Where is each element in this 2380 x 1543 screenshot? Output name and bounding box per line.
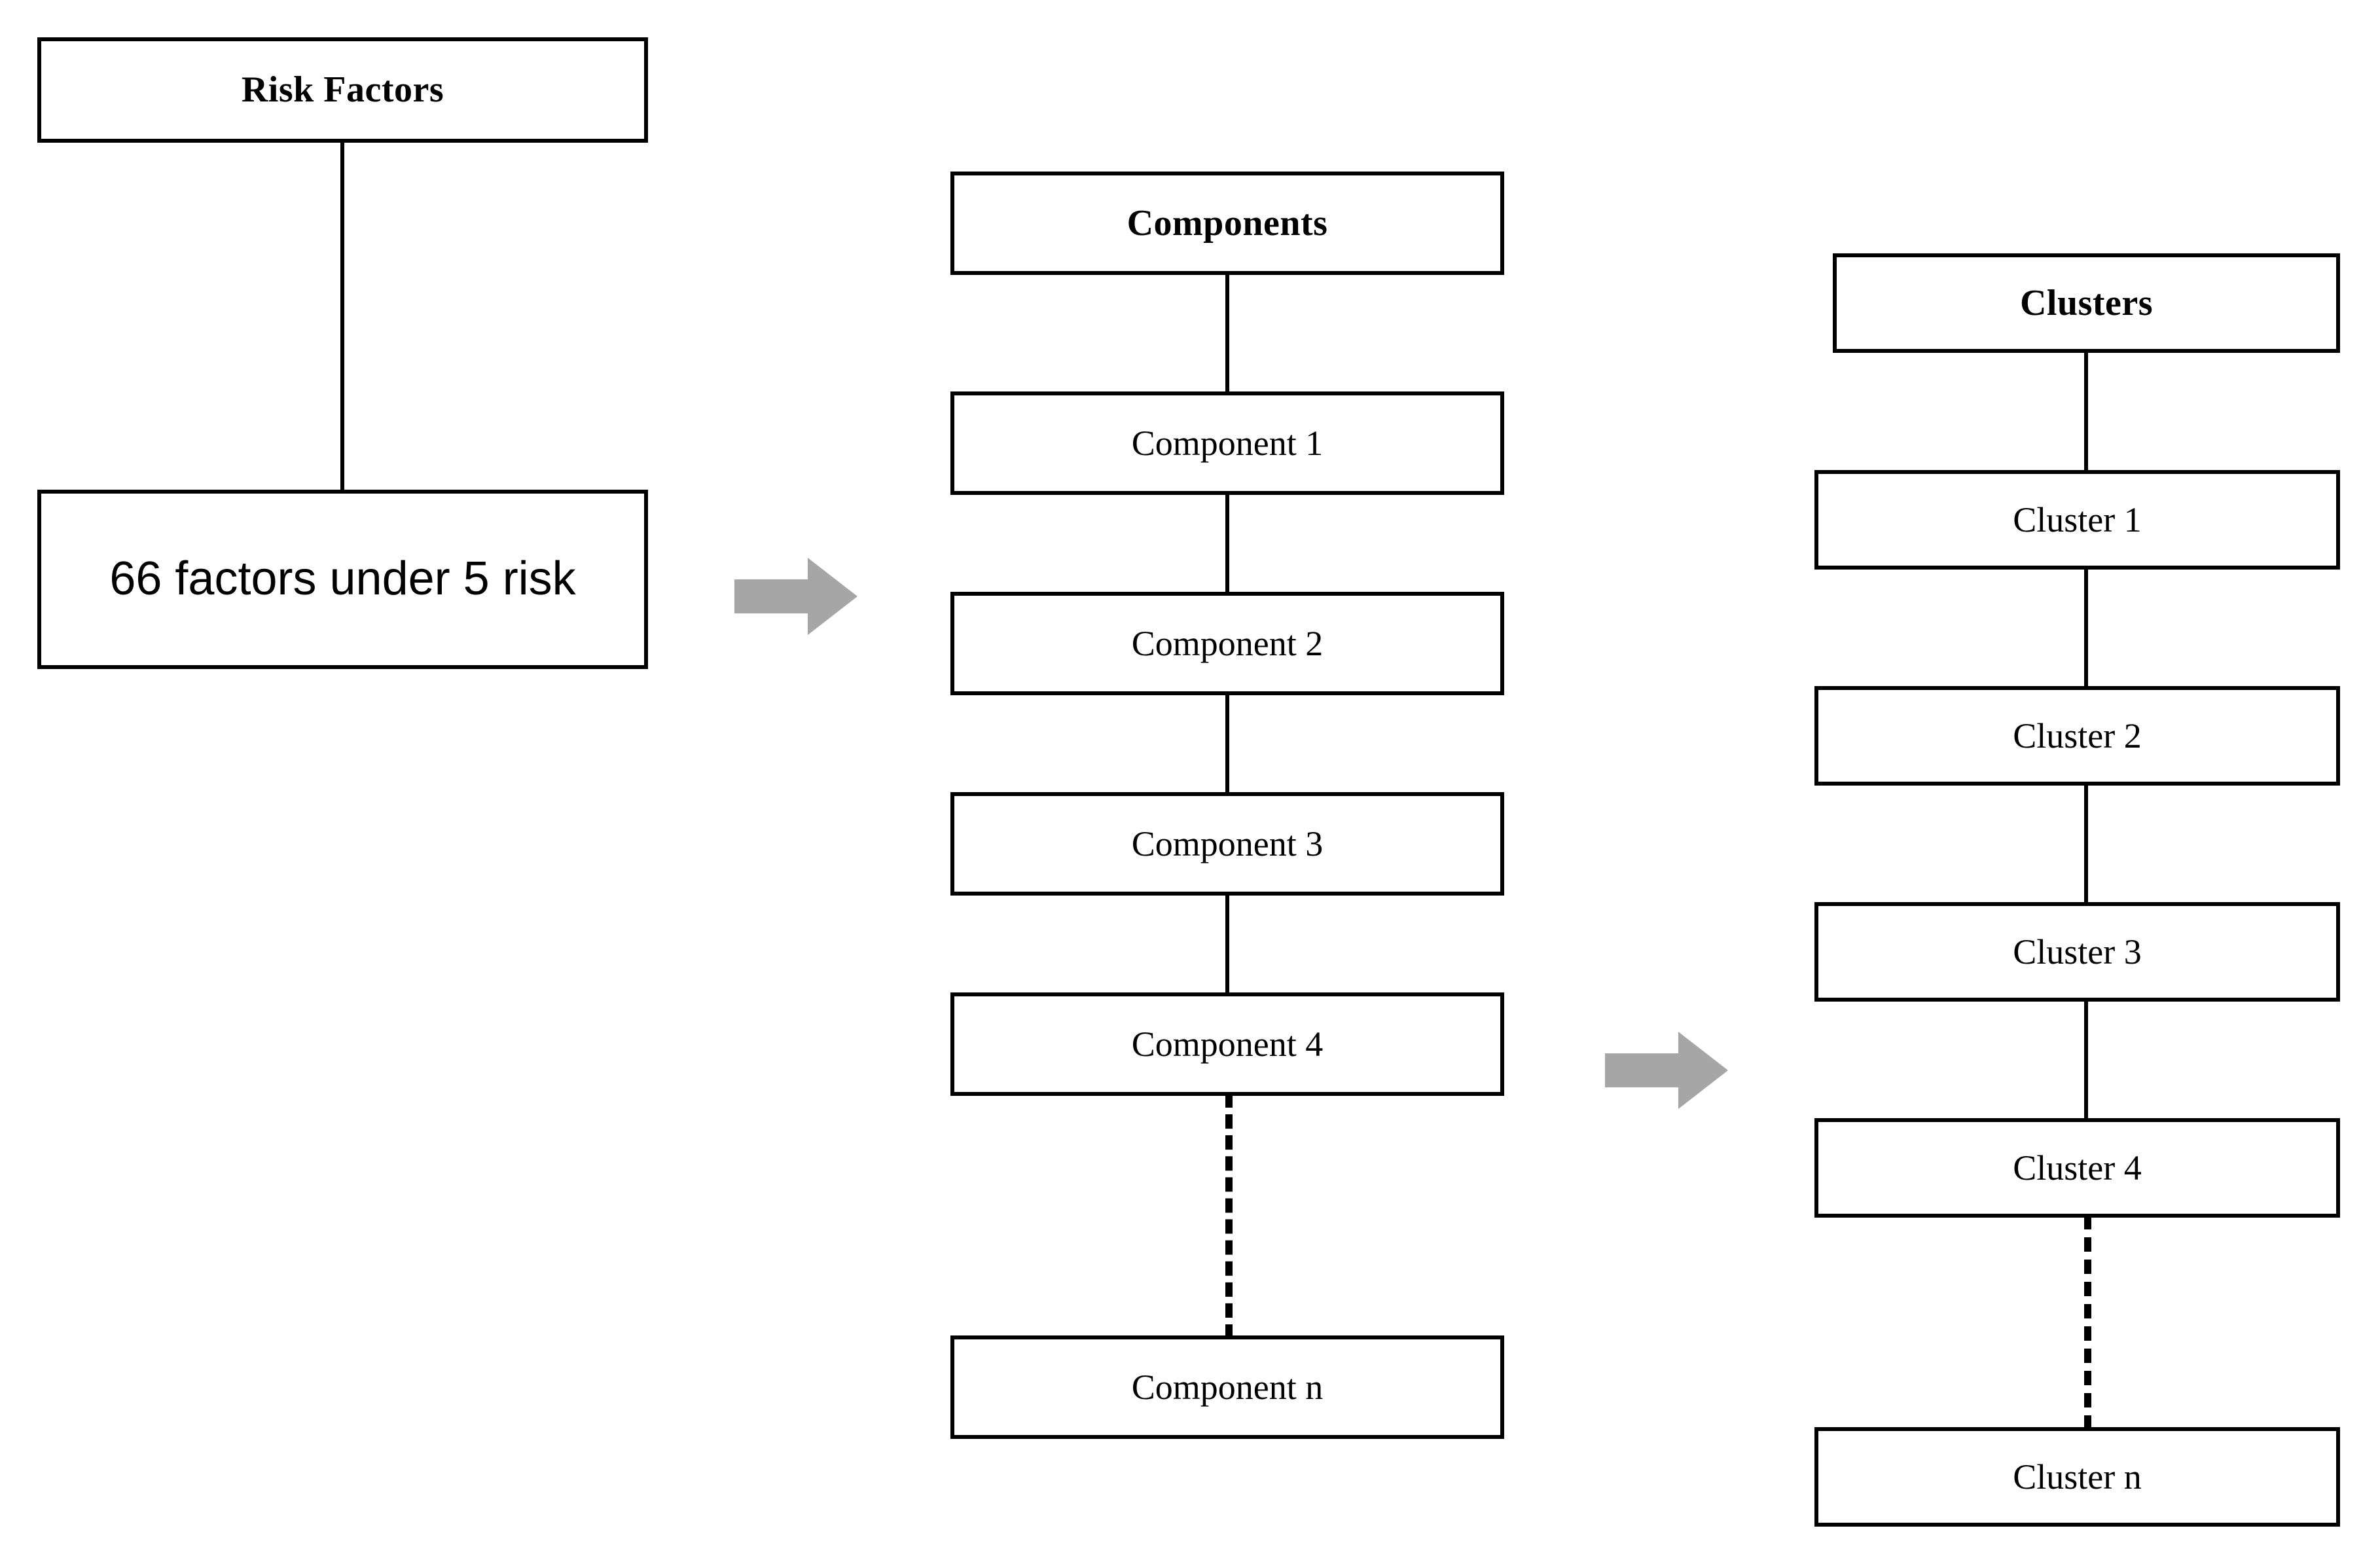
connector-cluster-4-to-cluster-n-dashed — [2084, 1215, 2091, 1430]
node-66-factors-under-5-risk[interactable]: 66 factors under 5 risk — [37, 490, 648, 669]
connector-clusters-header-to-cluster-1 — [2084, 349, 2088, 474]
node-label: Clusters — [2019, 282, 2154, 323]
node-label: Cluster n — [2013, 1457, 2142, 1497]
node-label: Component 3 — [1131, 824, 1324, 863]
node-risk-factors-header[interactable]: Risk Factors — [37, 37, 648, 143]
node-cluster-2[interactable]: Cluster 2 — [1814, 686, 2340, 786]
node-label: Cluster 2 — [2013, 716, 2142, 755]
node-label: Risk Factors — [241, 69, 444, 111]
connector-cluster-2-to-cluster-3 — [2084, 782, 2088, 906]
node-label: 66 factors under 5 risk — [109, 553, 576, 606]
node-cluster-3[interactable]: Cluster 3 — [1814, 902, 2340, 1002]
node-label: Components — [1127, 202, 1328, 244]
connector-component-3-to-component-4 — [1225, 892, 1229, 1016]
connector-component-2-to-component-3 — [1225, 691, 1229, 816]
node-component-4[interactable]: Component 4 — [950, 992, 1504, 1096]
connector-risk-factors-to-66-factors — [340, 139, 344, 494]
connector-components-header-to-component-1 — [1225, 271, 1229, 395]
node-component-1[interactable]: Component 1 — [950, 391, 1504, 495]
node-label: Cluster 4 — [2013, 1148, 2142, 1188]
node-component-2[interactable]: Component 2 — [950, 592, 1504, 695]
node-cluster-4[interactable]: Cluster 4 — [1814, 1118, 2340, 1218]
connector-cluster-3-to-cluster-4 — [2084, 998, 2088, 1122]
node-components-header[interactable]: Components — [950, 172, 1504, 275]
node-label: Cluster 1 — [2013, 499, 2142, 539]
node-label: Component 2 — [1131, 623, 1324, 663]
connector-component-4-to-component-n-dashed — [1225, 1093, 1233, 1339]
node-label: Component 1 — [1131, 423, 1324, 463]
node-component-3[interactable]: Component 3 — [950, 792, 1504, 896]
node-cluster-1[interactable]: Cluster 1 — [1814, 470, 2340, 570]
node-component-n[interactable]: Component n — [950, 1335, 1504, 1439]
arrow-risk-to-components-icon — [734, 558, 857, 635]
connector-component-1-to-component-2 — [1225, 491, 1229, 615]
node-clusters-header[interactable]: Clusters — [1833, 253, 2340, 353]
arrow-components-to-clusters-icon — [1605, 1032, 1728, 1109]
node-label: Cluster 3 — [2013, 932, 2142, 971]
node-label: Component 4 — [1131, 1024, 1324, 1064]
node-label: Component n — [1131, 1367, 1324, 1407]
node-cluster-n[interactable]: Cluster n — [1814, 1427, 2340, 1527]
connector-cluster-1-to-cluster-2 — [2084, 566, 2088, 690]
